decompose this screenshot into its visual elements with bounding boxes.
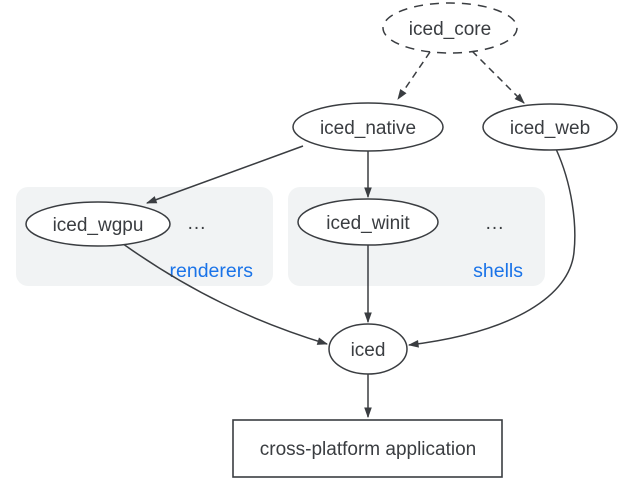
edge-iced-core-to-iced-web [471,50,525,104]
edge-iced-core-to-iced-native [397,51,431,100]
node-iced-web: iced_web [482,103,618,151]
iced-winit-label: iced_winit [326,213,410,234]
edges [118,50,576,419]
iced-web-label: iced_web [510,118,590,139]
node-cross-platform-application: cross-platform application [232,419,503,478]
renderers-group-label: renderers [170,260,254,282]
iced-web-ellipse [482,103,618,151]
node-iced-native: iced_native [292,102,444,152]
iced-wgpu-label: iced_wgpu [53,215,144,236]
shells-group-label: shells [473,260,523,282]
application-label: cross-platform application [260,439,476,460]
edge-iced-wgpu-to-iced [118,240,329,345]
iced-label: iced [351,340,386,361]
iced-wgpu-ellipse [25,201,171,247]
iced-core-ellipse [382,2,518,54]
shells-ellipsis: ... [486,213,505,234]
renderers-ellipsis: ... [188,213,207,234]
edge-iced-native-to-iced-wgpu [146,145,304,204]
iced-core-label: iced_core [409,19,491,40]
node-iced-wgpu: iced_wgpu [25,201,171,247]
iced-ellipse [328,323,408,375]
edge-iced-web-to-iced [407,148,576,348]
iced-winit-ellipse [297,198,439,246]
node-iced-core: iced_core [382,2,518,54]
iced-native-ellipse [292,102,444,152]
node-iced: iced [328,323,408,375]
node-iced-winit: iced_winit [297,198,439,246]
application-rect [232,419,503,478]
iced-native-label: iced_native [320,118,416,139]
